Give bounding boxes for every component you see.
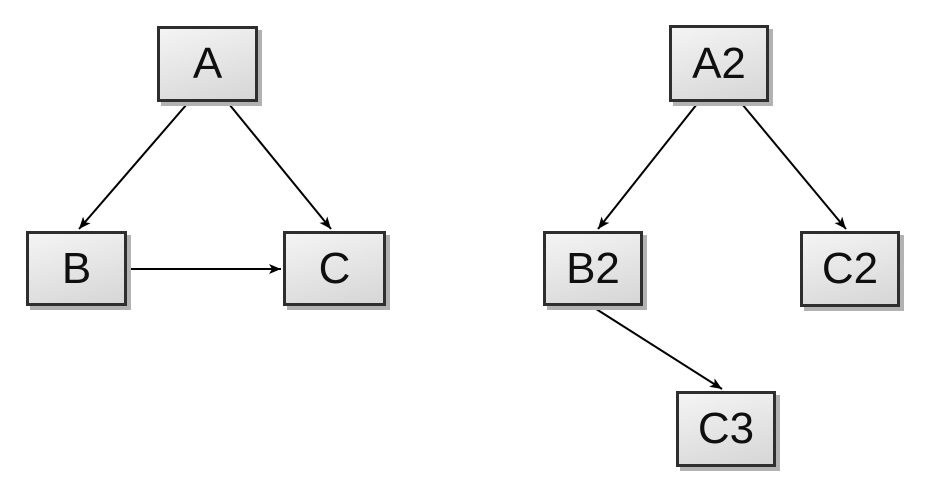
node-C2[interactable]: C2 — [800, 231, 900, 307]
node-C[interactable]: C — [283, 231, 386, 306]
edge-A-B — [78, 103, 188, 230]
edge-A2-C2 — [741, 103, 847, 230]
node-label: B — [61, 243, 92, 293]
node-C3[interactable]: C3 — [676, 391, 776, 467]
node-label: C2 — [821, 244, 879, 293]
node-label: C3 — [697, 404, 755, 453]
node-A[interactable]: A — [157, 26, 258, 102]
node-label: C — [318, 243, 351, 293]
edge-A2-B2 — [597, 103, 698, 230]
node-B[interactable]: B — [26, 231, 127, 306]
node-B2[interactable]: B2 — [543, 231, 643, 306]
node-label: B2 — [566, 243, 620, 293]
node-label: A — [192, 39, 223, 88]
edge-B2-C3 — [592, 306, 723, 390]
node-A2[interactable]: A2 — [669, 25, 769, 102]
node-label: A2 — [692, 38, 746, 88]
edge-A-C — [228, 103, 332, 230]
